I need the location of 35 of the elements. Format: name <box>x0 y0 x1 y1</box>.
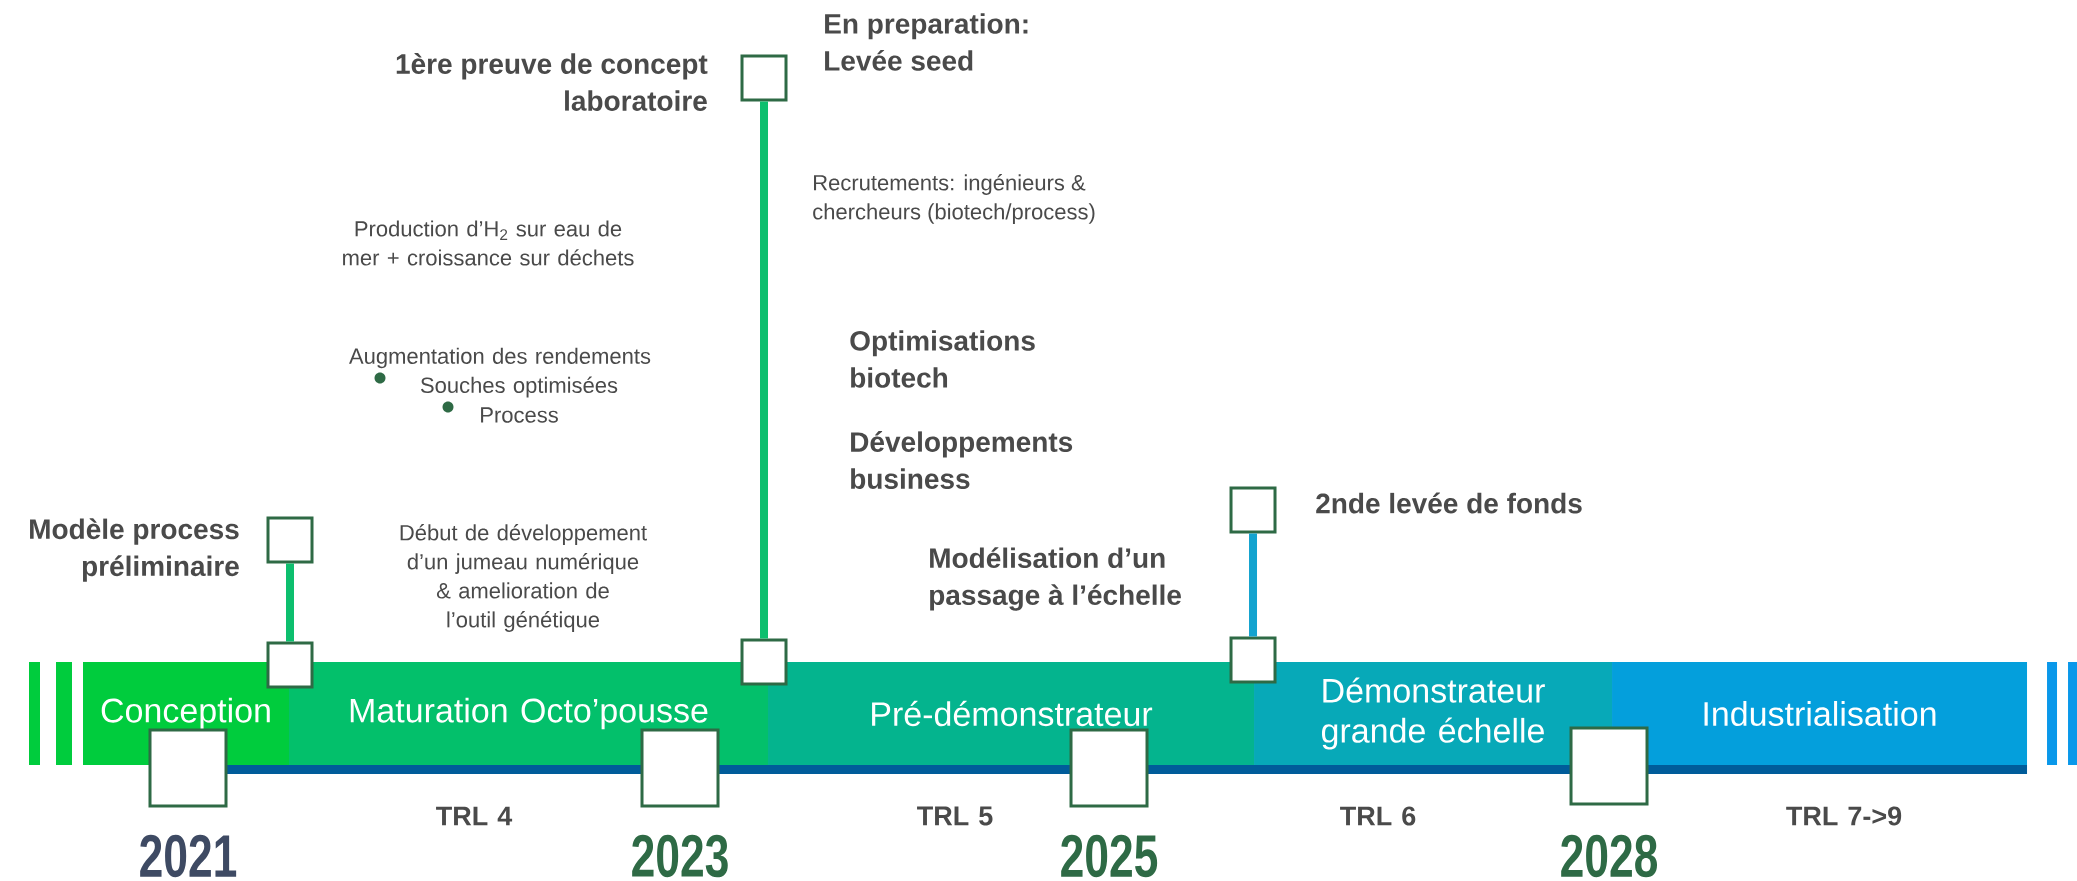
phase-band: Démonstrateur grande échelle <box>1254 662 1612 765</box>
year-label: 2021 <box>140 834 237 878</box>
note-text: Souches optimisées <box>420 376 618 398</box>
year-label: 2025 <box>1061 834 1158 878</box>
trl-label: TRL 5 <box>917 806 993 826</box>
year-marker <box>640 728 720 808</box>
milestone-text: Optimisations biotech <box>850 330 1035 388</box>
milestone-square <box>1229 636 1277 684</box>
milestone-text: 1ère preuve de concept laboratoire <box>396 53 708 111</box>
note-text: Process <box>481 407 558 423</box>
trl-label: TRL 7->9 <box>1786 806 1902 826</box>
milestone-text: Développements business <box>851 431 1073 489</box>
year-label: 2023 <box>632 834 728 878</box>
phase-band: Industrialisation <box>1612 662 2027 765</box>
year-marker <box>1069 728 1149 808</box>
milestone-square <box>266 516 314 564</box>
phase-band: Pré-démonstrateur <box>768 662 1254 765</box>
milestone-text: Modèle process préliminaire <box>30 518 239 582</box>
trl-label: TRL 4 <box>436 806 513 826</box>
milestone-square <box>740 54 788 102</box>
note-text: Recrutements: ingénieurs & chercheurs (biotech/process) <box>813 174 1095 224</box>
year-label: 2028 <box>1561 834 1657 878</box>
milestone-text: En preparation: Levée seed <box>825 13 1028 71</box>
note-text: Augmentation des rendements <box>349 347 651 369</box>
milestone-text: Modélisation d’un passage à l’échelle <box>930 547 1181 611</box>
milestone-text: 2nde levée de fonds <box>1316 492 1582 514</box>
phase-band: Maturation Octo’pousse <box>289 662 768 765</box>
note-text: Production d’H$_{2}$ sur eau de mer + croissance sur déchets <box>343 220 634 266</box>
milestone-square <box>1229 486 1277 534</box>
milestone-square <box>740 638 788 686</box>
note-text: Début de développement d’un jumeau numérique & amelioration de l’outil génétique <box>400 524 647 632</box>
year-marker <box>1569 726 1649 806</box>
milestone-square <box>266 641 314 689</box>
trl-label: TRL 6 <box>1340 806 1416 826</box>
year-marker <box>148 728 228 808</box>
